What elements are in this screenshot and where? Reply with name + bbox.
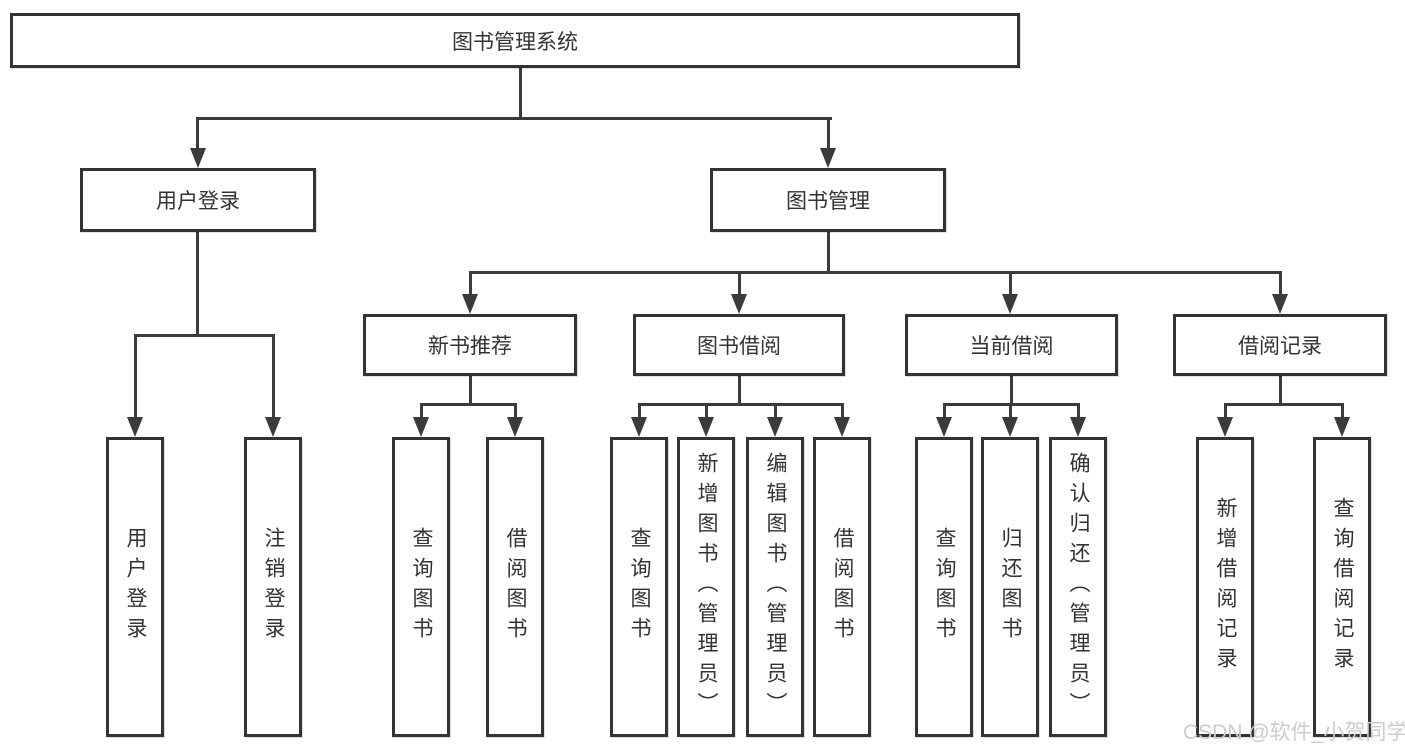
connector-line xyxy=(420,403,516,406)
arrow-down-icon xyxy=(413,417,429,437)
node-book-borrowing: 图书借阅 xyxy=(633,314,845,376)
node-label: 借阅记录 xyxy=(1238,335,1322,358)
node-user-login: 用户登录 xyxy=(80,168,316,232)
leaf-borrow-books-recommend: 借阅图书 xyxy=(486,437,544,737)
leaf-add-borrow-record: 新增借阅记录 xyxy=(1196,437,1254,737)
connector-line xyxy=(420,403,423,419)
connector-line xyxy=(196,232,199,336)
connector-line xyxy=(943,403,946,419)
leaf-query-books-recommend: 查询图书 xyxy=(392,437,450,737)
node-current-borrowing: 当前借阅 xyxy=(905,314,1118,376)
connector-line xyxy=(1009,271,1012,295)
connector-line xyxy=(469,271,1281,274)
leaf-logout: 注销登录 xyxy=(244,437,302,737)
node-label: 图书管理 xyxy=(786,190,870,213)
connector-line xyxy=(1077,403,1080,419)
arrow-down-icon xyxy=(698,417,714,437)
arrow-down-icon xyxy=(820,148,836,168)
node-label: 借阅图书 xyxy=(831,527,855,647)
node-label: 查询图书 xyxy=(933,527,957,647)
arrow-down-icon xyxy=(731,294,747,314)
leaf-add-books-admin: 新增图书（管理员） xyxy=(677,437,735,737)
connector-line xyxy=(1279,376,1282,406)
connector-line xyxy=(519,68,522,120)
node-library-management-system: 图书管理系统 xyxy=(10,13,1020,68)
connector-line xyxy=(827,117,830,150)
connector-line xyxy=(738,271,741,295)
connector-line xyxy=(1279,271,1282,295)
connector-line xyxy=(774,403,777,419)
connector-line xyxy=(134,334,137,418)
connector-line xyxy=(638,403,844,406)
connector-line xyxy=(196,117,832,120)
node-label: 查询图书 xyxy=(410,527,434,647)
arrow-down-icon xyxy=(1002,417,1018,437)
leaf-query-books-borrowing: 查询图书 xyxy=(610,437,668,737)
connector-line xyxy=(1224,403,1344,406)
leaf-user-login: 用户登录 xyxy=(106,437,164,737)
connector-line xyxy=(841,403,844,419)
arrow-down-icon xyxy=(834,417,850,437)
node-book-management: 图书管理 xyxy=(710,168,946,232)
leaf-query-borrow-record: 查询借阅记录 xyxy=(1313,437,1371,737)
leaf-return-books: 归还图书 xyxy=(981,437,1039,737)
connector-line xyxy=(514,403,517,419)
arrow-down-icon xyxy=(767,417,783,437)
node-label: 图书管理系统 xyxy=(452,30,578,54)
leaf-query-books-current: 查询图书 xyxy=(915,437,973,737)
connector-line xyxy=(738,376,741,406)
connector-line xyxy=(469,376,472,406)
arrow-down-icon xyxy=(127,417,143,437)
node-label: 用户登录 xyxy=(156,190,240,213)
connector-line xyxy=(1009,403,1012,419)
connector-line xyxy=(1224,403,1227,419)
connector-line xyxy=(638,403,641,419)
node-label: 确认归还（管理员） xyxy=(1067,452,1091,722)
arrow-down-icon xyxy=(190,148,206,168)
node-label: 新书推荐 xyxy=(428,335,512,358)
node-label: 查询借阅记录 xyxy=(1331,497,1355,677)
leaf-edit-books-admin: 编辑图书（管理员） xyxy=(746,437,804,737)
arrow-down-icon xyxy=(1070,417,1086,437)
node-label: 新增图书（管理员） xyxy=(695,452,719,722)
arrow-down-icon xyxy=(462,294,478,314)
node-label: 归还图书 xyxy=(999,527,1023,647)
connector-line xyxy=(196,117,199,150)
arrow-down-icon xyxy=(631,417,647,437)
node-label: 借阅图书 xyxy=(504,527,528,647)
connector-line xyxy=(705,403,708,419)
arrow-down-icon xyxy=(1217,417,1233,437)
leaf-borrow-books: 借阅图书 xyxy=(813,437,871,737)
arrow-down-icon xyxy=(1002,294,1018,314)
node-label: 用户登录 xyxy=(124,527,148,647)
node-label: 注销登录 xyxy=(262,527,286,647)
arrow-down-icon xyxy=(507,417,523,437)
node-borrowing-records: 借阅记录 xyxy=(1173,314,1387,376)
node-label: 当前借阅 xyxy=(969,335,1054,358)
node-new-book-recommendation: 新书推荐 xyxy=(363,314,577,376)
connector-line xyxy=(134,334,275,337)
arrow-down-icon xyxy=(265,417,281,437)
node-label: 查询图书 xyxy=(628,527,652,647)
leaf-confirm-return-admin: 确认归还（管理员） xyxy=(1049,437,1107,737)
csdn-watermark: CSDN @软件_小贺同学 xyxy=(1183,721,1405,744)
connector-line xyxy=(827,232,830,274)
connector-line xyxy=(469,271,472,295)
node-label: 新增借阅记录 xyxy=(1214,497,1238,677)
node-label: 图书借阅 xyxy=(697,335,781,358)
arrow-down-icon xyxy=(1272,294,1288,314)
arrow-down-icon xyxy=(1334,417,1350,437)
connector-line xyxy=(1341,403,1344,419)
connector-line xyxy=(1010,376,1013,406)
connector-line xyxy=(272,334,275,418)
node-label: 编辑图书（管理员） xyxy=(764,452,788,722)
arrow-down-icon xyxy=(936,417,952,437)
